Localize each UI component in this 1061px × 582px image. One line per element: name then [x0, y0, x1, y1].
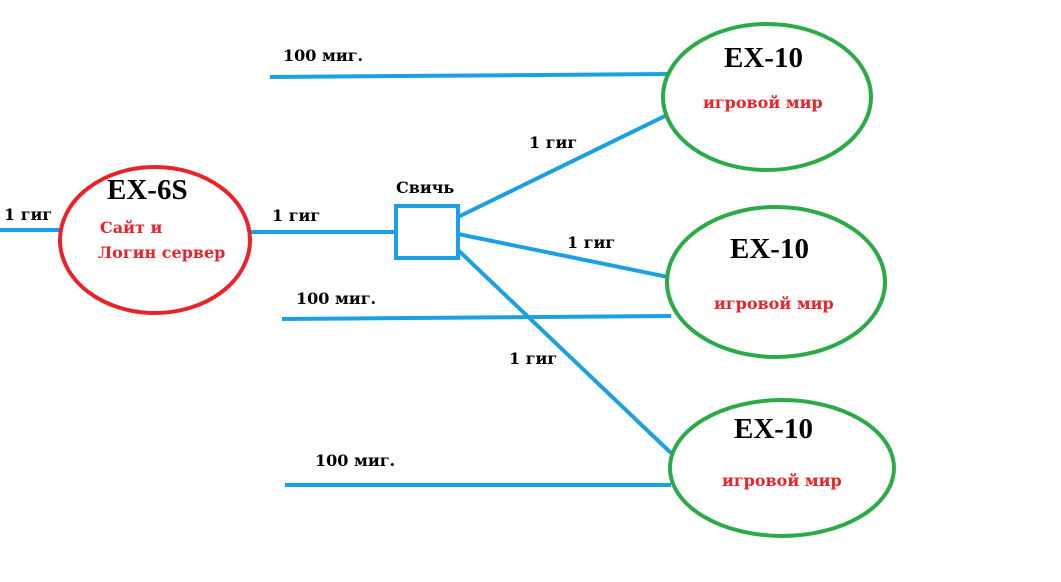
- main-to-switch-label: 1 гиг: [272, 206, 321, 225]
- main-server-desc-line2: Логин сервер: [98, 243, 226, 262]
- switch-to-game1-line: [457, 113, 668, 219]
- game-server-1-desc: игровой мир: [703, 93, 823, 112]
- ext2-line: [281, 314, 672, 321]
- ext2-label: 100 миг.: [296, 289, 377, 308]
- game-server-1-node: [661, 22, 873, 172]
- game-server-2-title: EX-10: [730, 233, 809, 265]
- game-server-3-desc: игровой мир: [722, 471, 842, 490]
- switch-to-game1-label: 1 гиг: [529, 133, 578, 152]
- uplink-label: 1 гиг: [4, 205, 53, 224]
- game-server-3-node: [668, 398, 896, 538]
- switch-node: [394, 204, 460, 260]
- ext1-label: 100 миг.: [283, 46, 364, 65]
- switch-label: Свичь: [396, 178, 455, 197]
- main-server-desc-line1: Сайт и: [100, 218, 163, 237]
- main-server-node: [58, 165, 252, 315]
- switch-to-game2-label: 1 гиг: [567, 233, 616, 252]
- ext3-label: 100 миг.: [315, 451, 396, 470]
- switch-to-game3-line: [456, 248, 673, 455]
- ext1-line: [269, 72, 669, 79]
- switch-to-game2-line: [457, 232, 669, 279]
- game-server-1-title: EX-10: [724, 42, 803, 74]
- game-server-2-node: [665, 205, 887, 359]
- game-server-2-desc: игровой мир: [714, 294, 834, 313]
- switch-to-game3-label: 1 гиг: [509, 349, 558, 368]
- main-server-title: EX-6S: [107, 174, 188, 206]
- game-server-3-title: EX-10: [734, 413, 813, 445]
